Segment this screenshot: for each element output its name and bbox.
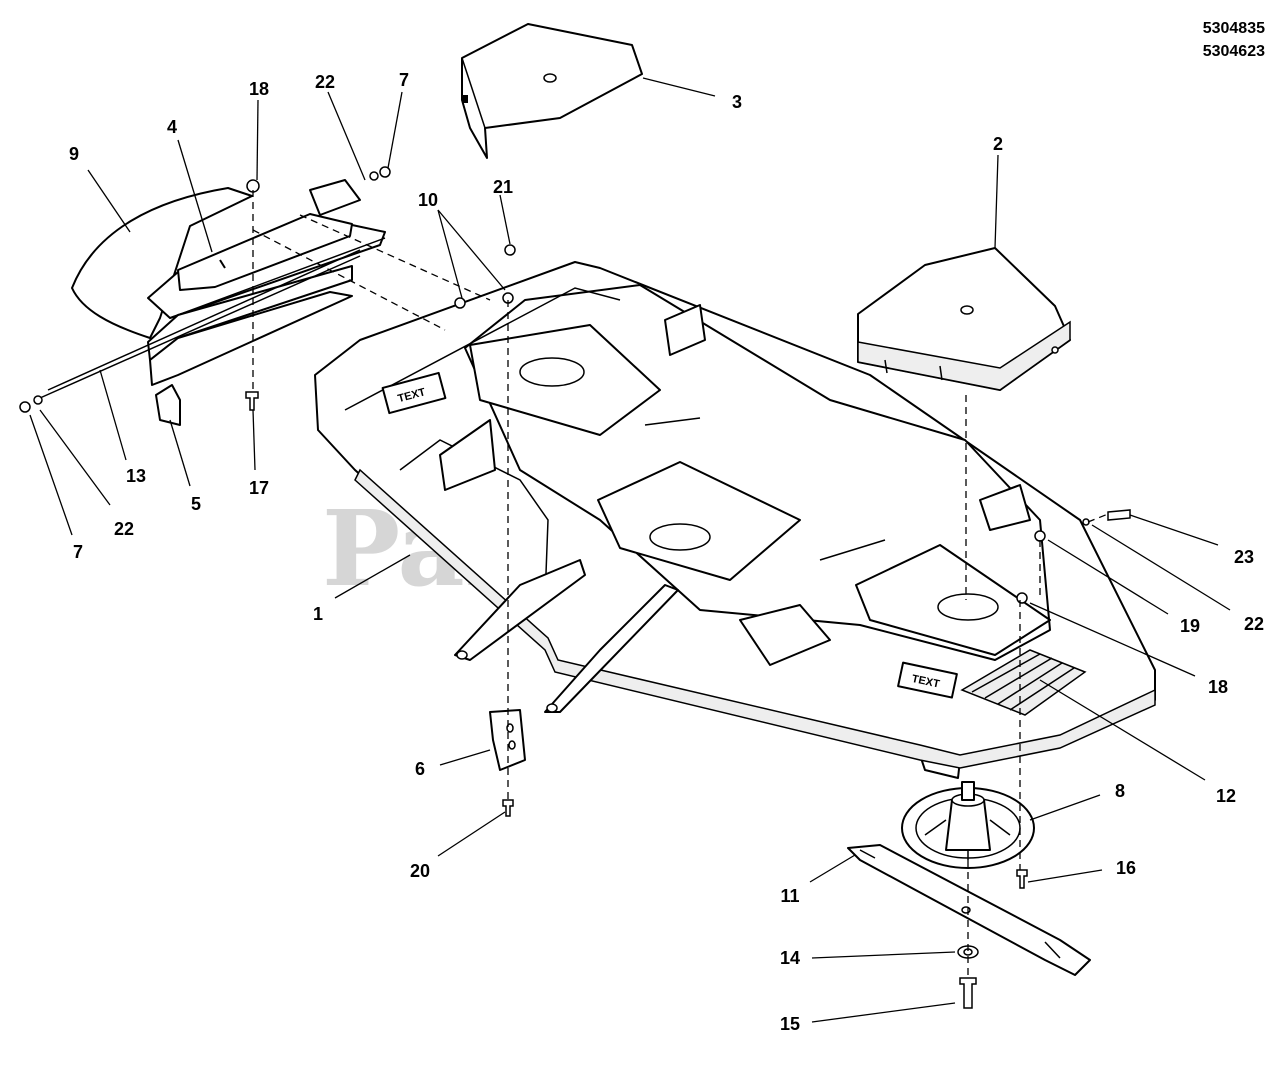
callout-14: 14 xyxy=(780,948,800,968)
callout-18-top: 18 xyxy=(249,79,269,99)
callout-15: 15 xyxy=(780,1014,800,1034)
callout-7-bottom: 7 xyxy=(73,542,83,562)
callout-21: 21 xyxy=(493,177,513,197)
callout-19: 19 xyxy=(1180,616,1200,636)
hardware xyxy=(19,166,1131,1009)
part-8-spindle xyxy=(901,781,1035,869)
callout-6: 6 xyxy=(415,759,425,779)
callout-2: 2 xyxy=(993,134,1003,154)
callout-16: 16 xyxy=(1116,858,1136,878)
callouts: 1 2 3 4 5 6 7 7 8 9 10 11 12 13 14 15 16… xyxy=(69,70,1264,1034)
part-number-block: 5304835 5304623 xyxy=(1203,20,1265,60)
callout-22-top: 22 xyxy=(315,72,335,92)
callout-10: 10 xyxy=(418,190,438,210)
callout-3: 3 xyxy=(732,92,742,112)
callout-13: 13 xyxy=(126,466,146,486)
part-11-blade xyxy=(847,844,1091,976)
callout-7-top: 7 xyxy=(399,70,409,90)
decal-right-text: TEXT xyxy=(911,673,941,691)
part-3-cover xyxy=(461,23,643,159)
callout-17: 17 xyxy=(249,478,269,498)
part-number-1: 5304835 xyxy=(1203,20,1265,37)
callout-5: 5 xyxy=(191,494,201,514)
part-1-deck: TEXT TEXT xyxy=(314,261,1156,779)
part-number-2: 5304623 xyxy=(1203,43,1265,60)
callout-22-right: 22 xyxy=(1244,614,1264,634)
callout-9: 9 xyxy=(69,144,79,164)
callout-4: 4 xyxy=(167,117,177,137)
callout-1: 1 xyxy=(313,604,323,624)
callout-20: 20 xyxy=(410,861,430,881)
callout-12: 12 xyxy=(1216,786,1236,806)
callout-23: 23 xyxy=(1234,547,1254,567)
callout-22-left: 22 xyxy=(114,519,134,539)
part-2-cover xyxy=(857,247,1071,391)
callout-8: 8 xyxy=(1115,781,1125,801)
callout-11: 11 xyxy=(780,886,799,906)
alignment-lines xyxy=(252,190,1109,978)
discharge-chute-assembly xyxy=(39,179,386,426)
leader-lines xyxy=(29,77,1231,1023)
callout-18-right: 18 xyxy=(1208,677,1228,697)
